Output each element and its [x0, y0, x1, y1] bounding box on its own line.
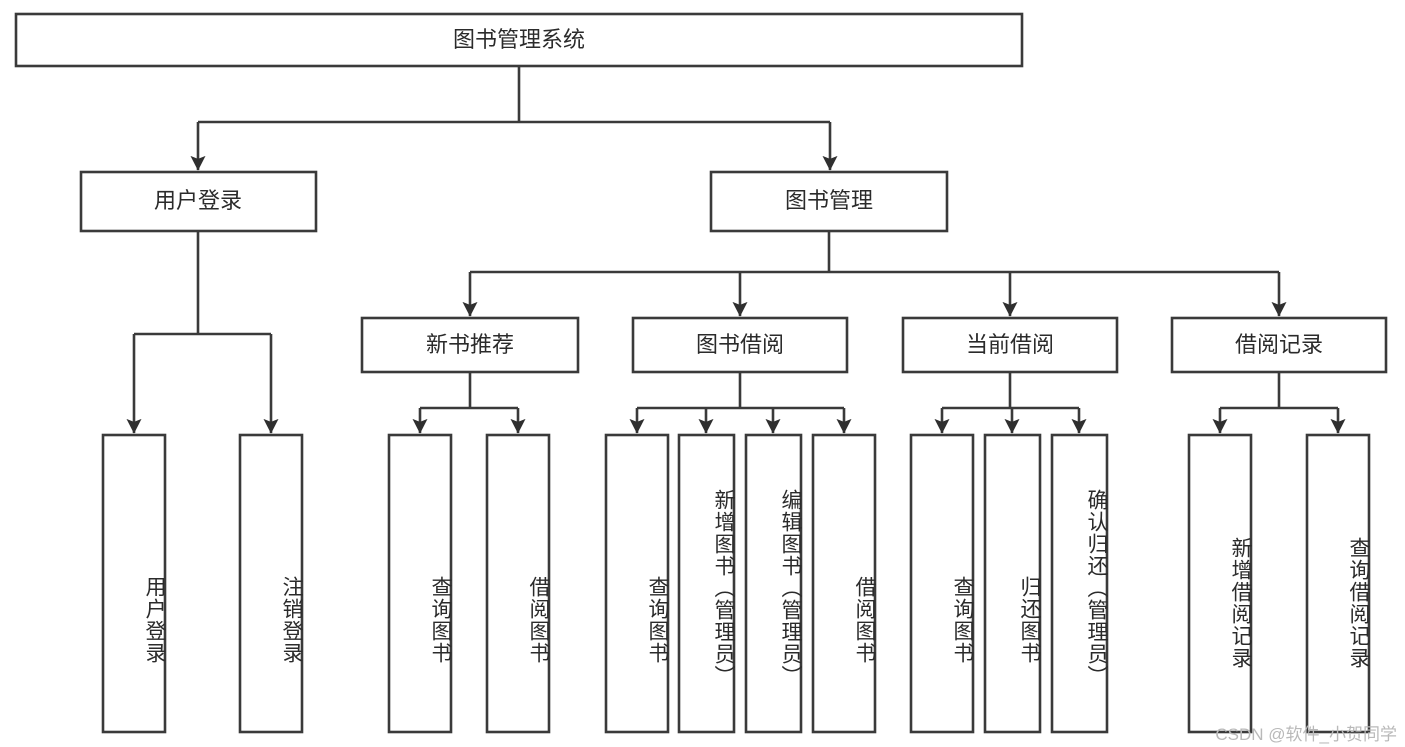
leaf-box-user-login[interactable]: [101, 433, 167, 734]
leaf-box-confirm-return[interactable]: [1050, 433, 1109, 734]
leaf-box-add-record[interactable]: [1187, 433, 1253, 734]
leaf-box-borrow-book-2[interactable]: [811, 433, 877, 734]
node-user-login-box[interactable]: [79, 170, 318, 233]
node-borrow-records[interactable]: 借阅记录: [1170, 316, 1388, 374]
node-new-book-recommend-box[interactable]: [360, 316, 580, 374]
leaf-box-query-book-3[interactable]: [909, 433, 975, 734]
node-borrow-records-box[interactable]: [1170, 316, 1388, 374]
node-user-login-label: 用户登录: [154, 188, 242, 213]
leaf-box-logout[interactable]: [238, 433, 304, 734]
node-book-management[interactable]: 图书管理: [709, 170, 949, 233]
leaf-box-edit-book-admin[interactable]: [744, 433, 803, 734]
node-book-borrow-label: 图书借阅: [696, 332, 784, 357]
leaf-box-query-record[interactable]: [1305, 433, 1371, 734]
node-borrow-records-label: 借阅记录: [1235, 332, 1323, 357]
node-book-management-box[interactable]: [709, 170, 949, 233]
node-book-borrow[interactable]: 图书借阅: [631, 316, 849, 374]
leaf-box-add-book-admin[interactable]: [677, 433, 736, 734]
leaf-box-query-book-1[interactable]: [387, 433, 453, 734]
node-root[interactable]: 图书管理系统: [14, 12, 1024, 68]
connector-layer: [126, 66, 1346, 434]
node-root-label: 图书管理系统: [453, 27, 585, 52]
leaf-box-layer: [101, 433, 1371, 734]
node-new-book-recommend-label: 新书推荐: [426, 332, 514, 357]
node-current-borrow-label: 当前借阅: [966, 332, 1054, 357]
node-book-borrow-box[interactable]: [631, 316, 849, 374]
leaf-box-query-book-2[interactable]: [604, 433, 670, 734]
node-current-borrow[interactable]: 当前借阅: [901, 316, 1119, 374]
leaf-box-return-book[interactable]: [983, 433, 1042, 734]
node-book-management-label: 图书管理: [785, 188, 873, 213]
node-root-box[interactable]: [14, 12, 1024, 68]
leaf-box-borrow-book-1[interactable]: [485, 433, 551, 734]
node-user-login[interactable]: 用户登录: [79, 170, 318, 233]
node-current-borrow-box[interactable]: [901, 316, 1119, 374]
csdn-watermark: CSDN @软件_小贺同学: [1215, 725, 1397, 744]
node-new-book-recommend[interactable]: 新书推荐: [360, 316, 580, 374]
